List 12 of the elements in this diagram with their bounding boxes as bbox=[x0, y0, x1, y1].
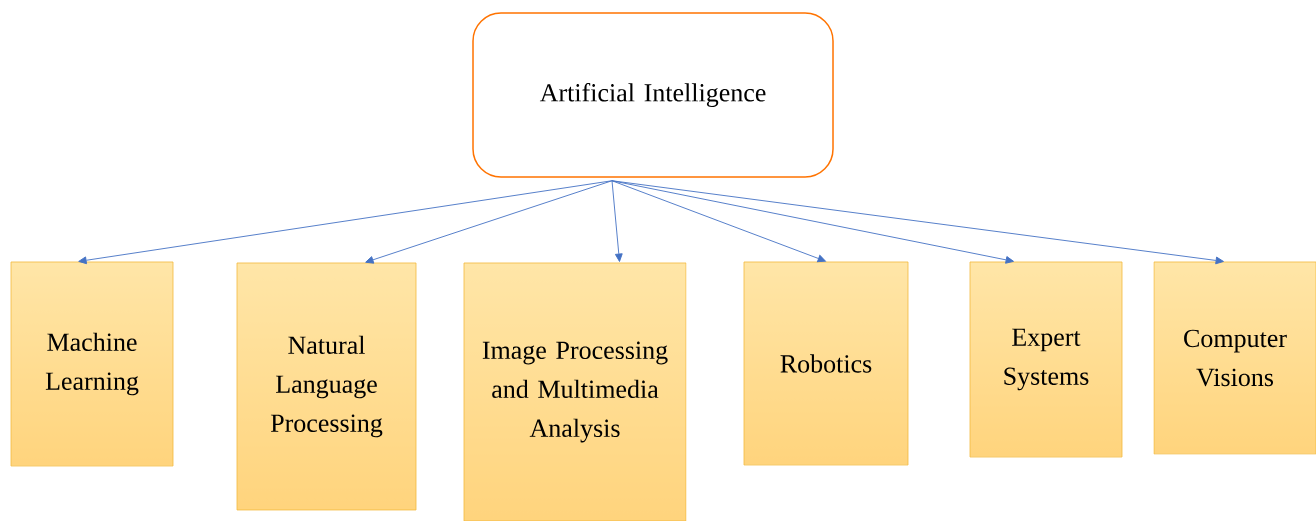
title-box: Artificial Intelligence bbox=[472, 12, 834, 178]
topic-box: Natural Language Processing bbox=[236, 262, 417, 511]
arrow bbox=[78, 180, 613, 265]
arrow bbox=[611, 180, 827, 263]
topic-box: Machine Learning bbox=[10, 261, 174, 467]
topic-box: Image Processing and Multimedia Analysis bbox=[463, 262, 687, 521]
topic-box: Expert Systems bbox=[969, 261, 1123, 458]
arrow bbox=[365, 180, 613, 264]
topic-box: Robotics bbox=[743, 261, 909, 466]
topic-box: Computer Visions bbox=[1153, 261, 1316, 455]
arrow bbox=[611, 180, 1224, 265]
arrow bbox=[611, 180, 623, 262]
